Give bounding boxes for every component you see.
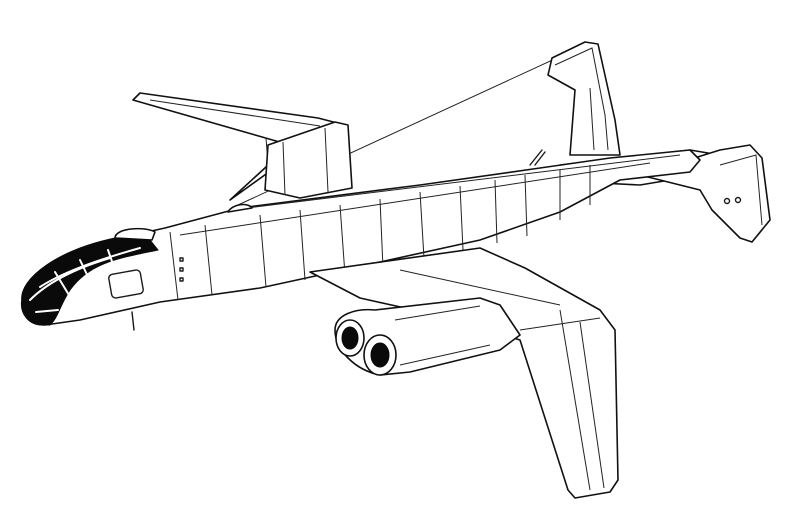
dorsal-canopy: [114, 149, 546, 241]
right-wing: [309, 247, 619, 499]
glazed-nose: [21, 237, 159, 326]
tail-fin: [547, 41, 621, 156]
fuselage: [20, 149, 701, 326]
nose-hatch: [108, 257, 184, 331]
left-nacelle: [264, 121, 353, 199]
right-nacelles: [334, 297, 521, 376]
